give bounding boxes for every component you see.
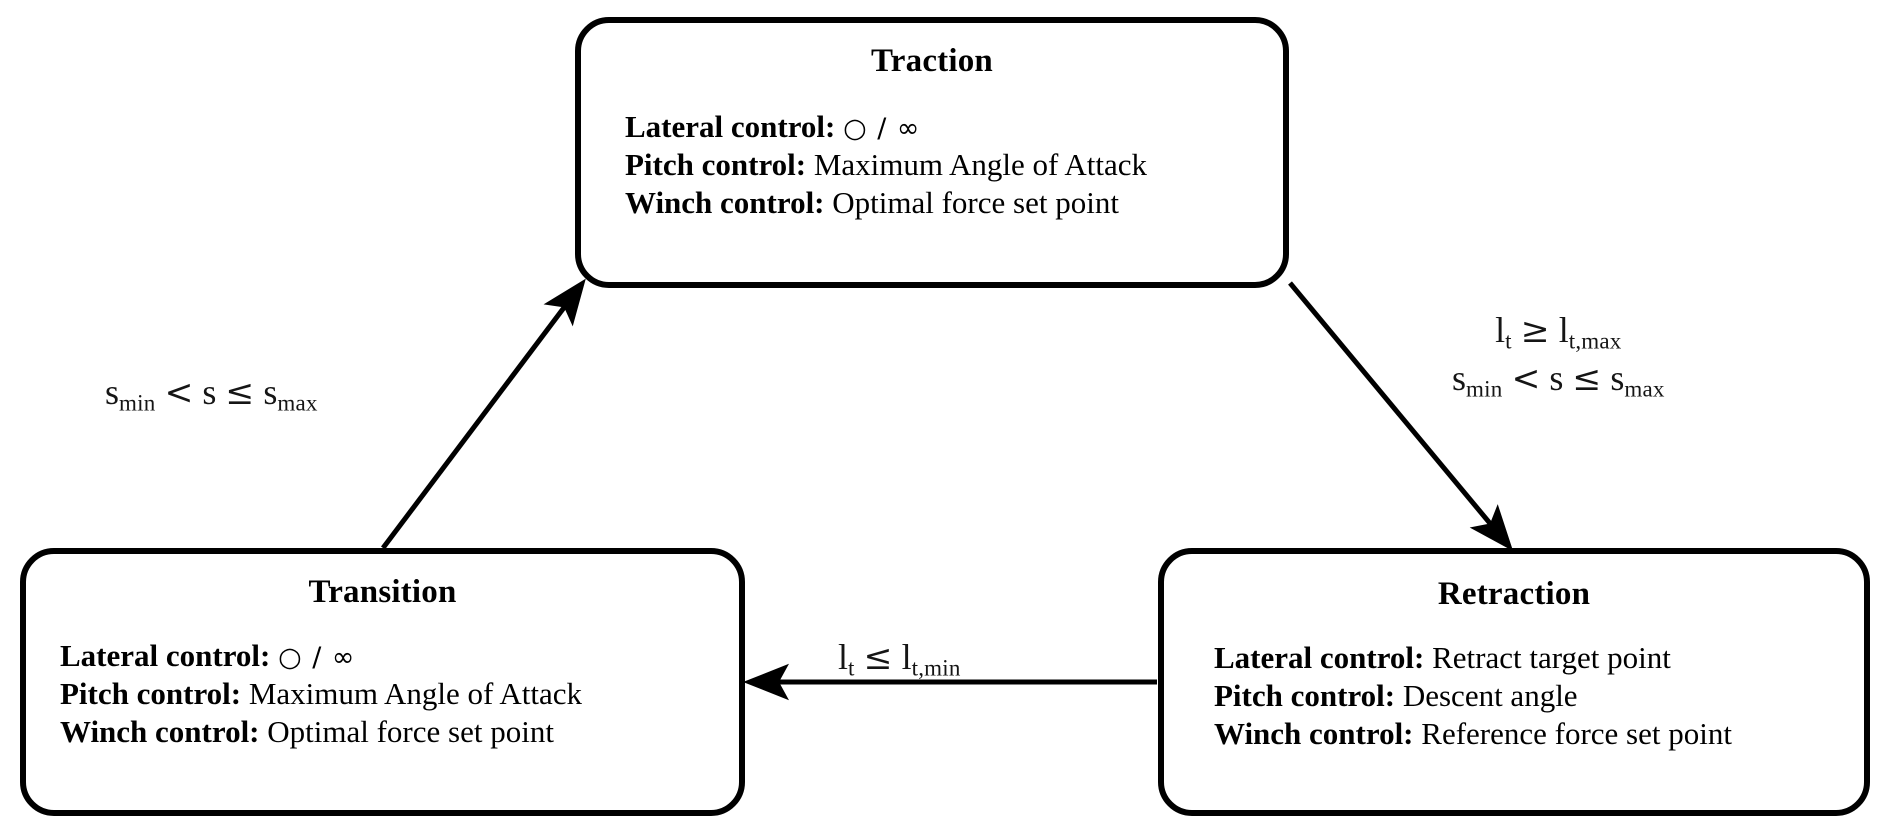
- operator-le: ≤: [1572, 359, 1602, 400]
- state-row-pitch-control: Pitch control: Maximum Angle of Attack: [60, 675, 739, 713]
- symbol-l: l: [838, 637, 849, 677]
- state-row-winch-control: Winch control: Reference force set point: [1214, 715, 1864, 753]
- state-box-traction[interactable]: Traction Lateral control: ○ / ∞ Pitch co…: [575, 17, 1289, 288]
- state-row-lateral-control: Lateral control: Retract target point: [1214, 639, 1864, 677]
- row-label: Lateral control:: [60, 638, 271, 673]
- row-label: Pitch control:: [60, 676, 242, 712]
- row-value: Optimal force set point: [267, 714, 554, 750]
- symbol-s: s: [263, 372, 278, 412]
- symbol-s: s: [1549, 358, 1564, 399]
- row-label: Winch control:: [60, 714, 260, 750]
- condition-speed-window: smin<s≤smax: [105, 372, 318, 416]
- operator-lt: <: [1511, 359, 1541, 400]
- arrow-transition-to-traction: [381, 278, 586, 550]
- edge-label-transition-to-traction: smin<s≤smax: [105, 372, 318, 416]
- symbol-s: s: [105, 372, 120, 412]
- row-label: Winch control:: [1214, 716, 1414, 752]
- edge-label-retraction-to-transition: lt≤lt,min: [838, 637, 961, 681]
- subscript-max: max: [1624, 375, 1665, 402]
- symbol-s: s: [1610, 358, 1625, 399]
- state-rows-transition: Lateral control: ○ / ∞ Pitch control: Ma…: [26, 637, 739, 751]
- condition-speed-window: smin<s≤smax: [1452, 358, 1665, 402]
- row-label: Lateral control:: [1214, 640, 1425, 675]
- state-row-winch-control: Winch control: Optimal force set point: [60, 713, 739, 751]
- row-value: Reference force set point: [1421, 716, 1732, 752]
- subscript-min: min: [1466, 375, 1503, 402]
- subscript-max: max: [277, 389, 318, 416]
- row-value: Maximum Angle of Attack: [813, 147, 1148, 183]
- row-label: Pitch control:: [1214, 678, 1396, 714]
- state-row-winch-control: Winch control: Optimal force set point: [625, 184, 1283, 222]
- state-row-lateral-control: Lateral control: ○ / ∞: [60, 637, 739, 675]
- subscript-t: t: [848, 654, 855, 681]
- row-label: Lateral control:: [625, 109, 836, 144]
- symbol-s: s: [202, 372, 217, 412]
- row-value: ○ / ∞: [843, 113, 921, 144]
- subscript-t-min: t,min: [911, 654, 961, 681]
- operator-ge: ≥: [1520, 311, 1550, 351]
- state-title-retraction: Retraction: [1437, 576, 1591, 612]
- row-value: Maximum Angle of Attack: [248, 676, 583, 712]
- row-value: Optimal force set point: [832, 185, 1119, 221]
- state-title-transition: Transition: [308, 574, 457, 610]
- condition-tether-length-min: lt≤lt,min: [838, 637, 961, 681]
- operator-le: ≤: [225, 373, 255, 413]
- symbol-l: l: [1495, 310, 1506, 350]
- row-value: Retract target point: [1432, 640, 1671, 675]
- symbol-l: l: [1558, 310, 1569, 350]
- row-label: Winch control:: [625, 185, 825, 221]
- state-row-lateral-control: Lateral control: ○ / ∞: [625, 108, 1283, 146]
- subscript-t-max: t,max: [1568, 327, 1622, 354]
- symbol-s: s: [1452, 358, 1467, 399]
- state-row-pitch-control: Pitch control: Maximum Angle of Attack: [625, 146, 1283, 184]
- operator-lt: <: [164, 373, 194, 413]
- subscript-t: t: [1505, 327, 1512, 354]
- row-value: Descent angle: [1402, 678, 1578, 714]
- subscript-min: min: [119, 389, 156, 416]
- operator-le: ≤: [863, 638, 893, 678]
- condition-tether-length-max: lt≥lt,max: [1452, 310, 1665, 354]
- row-value: ○ / ∞: [278, 642, 356, 673]
- state-title-traction: Traction: [871, 43, 993, 79]
- symbol-l: l: [901, 637, 912, 677]
- state-rows-traction: Lateral control: ○ / ∞ Pitch control: Ma…: [581, 108, 1283, 222]
- state-rows-retraction: Lateral control: Retract target point Pi…: [1164, 639, 1864, 753]
- row-label: Pitch control:: [625, 147, 807, 183]
- edge-label-traction-to-retraction: lt≥lt,max smin<s≤smax: [1452, 310, 1665, 402]
- state-box-retraction[interactable]: Retraction Lateral control: Retract targ…: [1158, 548, 1870, 816]
- state-box-transition[interactable]: Transition Lateral control: ○ / ∞ Pitch …: [20, 548, 745, 816]
- state-row-pitch-control: Pitch control: Descent angle: [1214, 677, 1864, 715]
